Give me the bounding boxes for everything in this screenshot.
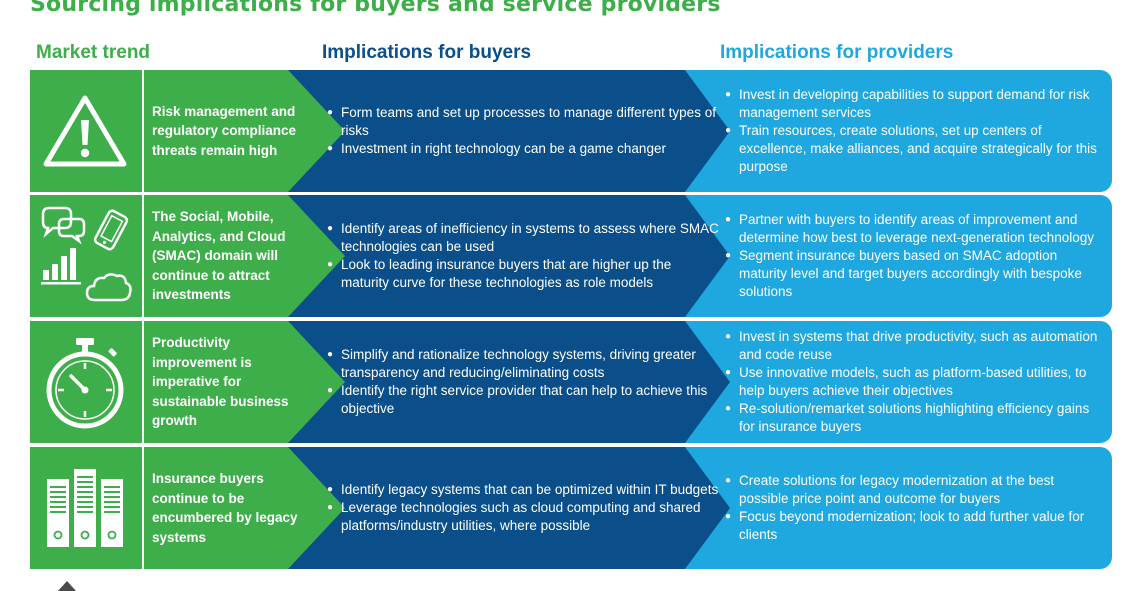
list-item: Create solutions for legacy modernizatio… — [725, 472, 1100, 508]
list-item: Partner with buyers to identify areas of… — [725, 211, 1100, 247]
smac-icon — [30, 195, 140, 317]
list-item: Identify the right service provider that… — [327, 382, 722, 418]
list-item: Re-solution/remarket solutions highlight… — [725, 400, 1100, 436]
buyers-implications: Identify areas of inefficiency in system… — [327, 195, 722, 317]
column-divider — [142, 195, 144, 317]
list-item: Invest in developing capabilities to sup… — [725, 86, 1100, 122]
buyers-implications: Form teams and set up processes to manag… — [327, 70, 722, 192]
list-item: Use innovative models, such as platform-… — [725, 364, 1100, 400]
page-title: Sourcing implications for buyers and ser… — [30, 0, 721, 17]
warning-triangle-icon — [30, 70, 140, 192]
column-divider — [142, 70, 144, 192]
list-item: Identify areas of inefficiency in system… — [327, 220, 722, 256]
list-item: Segment insurance buyers based on SMAC a… — [725, 247, 1100, 301]
up-arrow-icon — [58, 581, 76, 591]
list-item: Focus beyond modernization; look to add … — [725, 508, 1100, 544]
market-trend-header: Market trend — [36, 42, 151, 63]
providers-implications: Invest in systems that drive productivit… — [725, 321, 1100, 443]
trend-row-legacy: Insurance buyers continue to be encumber… — [30, 447, 1112, 569]
list-item: Identify legacy systems that can be opti… — [327, 481, 722, 499]
list-item: Invest in systems that drive productivit… — [725, 328, 1100, 364]
trend-row-risk: Risk management and regulatory complianc… — [30, 70, 1112, 192]
trend-label: Productivity improvement is imperative f… — [152, 335, 289, 429]
buyers-header: Implications for buyers — [322, 42, 532, 63]
list-item: Simplify and rationalize technology syst… — [327, 346, 722, 382]
column-divider — [142, 447, 144, 569]
list-item: Leverage technologies such as cloud comp… — [327, 499, 722, 535]
trend-row-productivity: Productivity improvement is imperative f… — [30, 321, 1112, 443]
list-item: Train resources, create solutions, set u… — [725, 122, 1100, 176]
trend-label: Insurance buyers continue to be encumber… — [152, 471, 298, 545]
buyers-implications: Identify legacy systems that can be opti… — [327, 447, 722, 569]
list-item: Investment in right technology can be a … — [327, 140, 722, 158]
stopwatch-icon — [30, 321, 140, 443]
trend-label: Risk management and regulatory complianc… — [152, 103, 297, 158]
providers-header: Implications for providers — [720, 42, 954, 63]
trend-chevron — [30, 195, 345, 317]
providers-implications: Partner with buyers to identify areas of… — [725, 195, 1100, 317]
buyers-implications: Simplify and rationalize technology syst… — [327, 321, 722, 443]
list-item: Form teams and set up processes to manag… — [327, 104, 722, 140]
providers-implications: Invest in developing capabilities to sup… — [725, 70, 1100, 192]
list-item: Look to leading insurance buyers that ar… — [327, 256, 722, 292]
trend-label: The Social, Mobile, Analytics, and Cloud… — [152, 209, 286, 303]
server-racks-icon — [30, 447, 140, 569]
trend-row-smac: The Social, Mobile, Analytics, and Cloud… — [30, 195, 1112, 317]
providers-implications: Create solutions for legacy modernizatio… — [725, 447, 1100, 569]
column-divider — [142, 321, 144, 443]
